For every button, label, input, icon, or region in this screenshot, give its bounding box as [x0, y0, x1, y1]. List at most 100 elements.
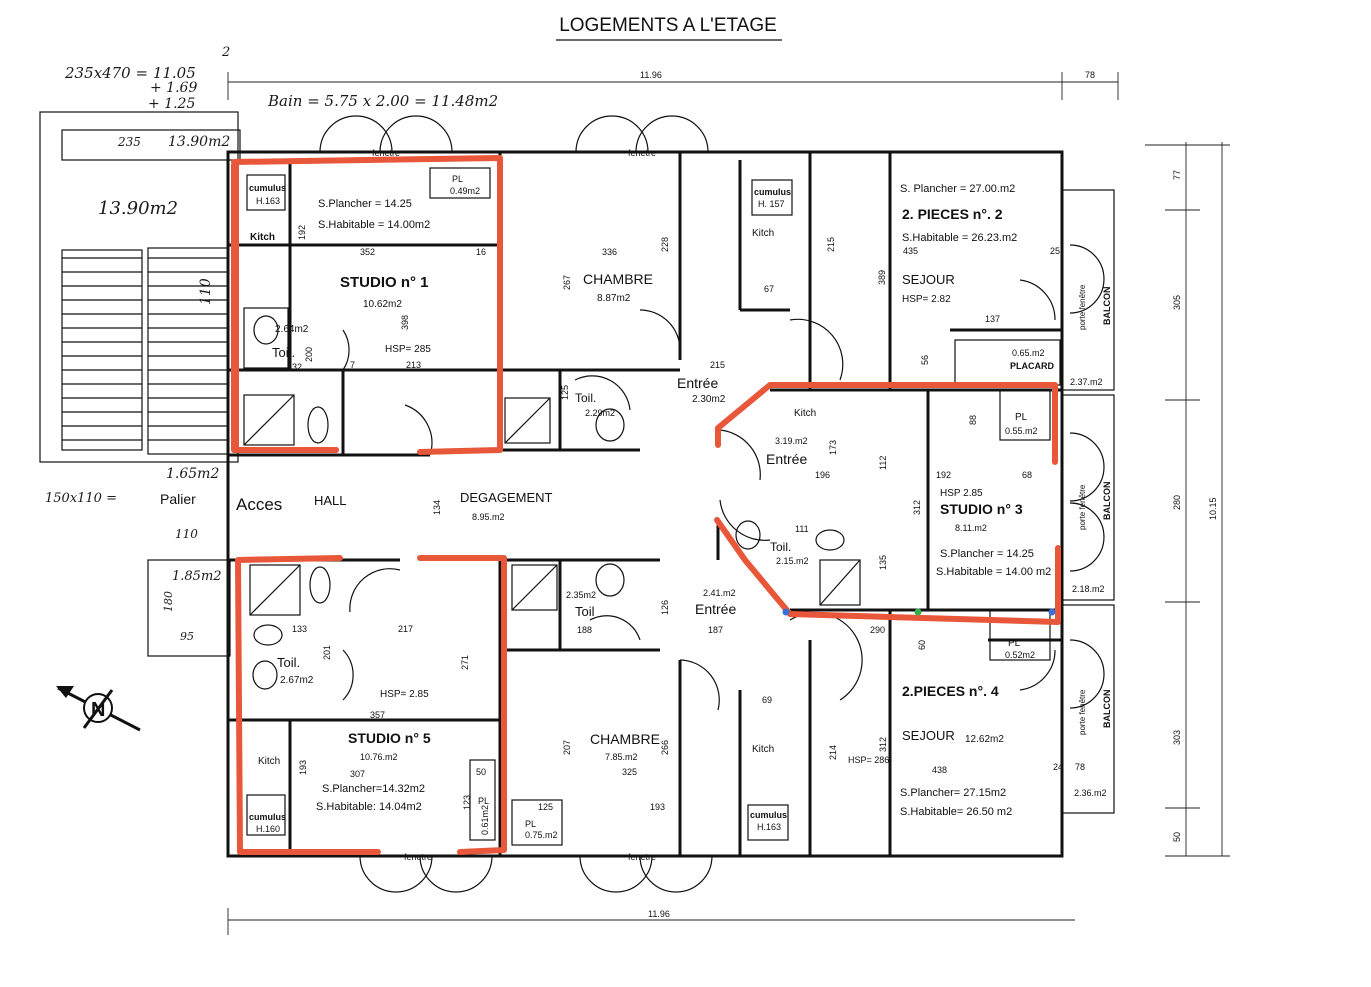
- apt2-name: 2. PIECES n°. 2: [902, 206, 1003, 222]
- studio3-area: 8.11.m2: [955, 523, 987, 533]
- studio1-hsp: HSP= 285: [385, 344, 431, 355]
- palier-area: 1.65m2: [166, 466, 219, 482]
- hall-degagement: DEGAGEMENT: [460, 490, 553, 505]
- studio5-d193: 193: [298, 760, 308, 775]
- studio5-d123: 123: [462, 795, 472, 810]
- studio5-d201: 201: [322, 645, 332, 660]
- dim-right-280: 280: [1172, 495, 1182, 510]
- palier-label: Palier: [160, 491, 196, 507]
- apt4-d78: 78: [1075, 762, 1085, 772]
- studio5-d307: 307: [350, 769, 365, 779]
- dim-right-total: 10.15: [1208, 497, 1218, 520]
- studio1-d16: 16: [476, 247, 486, 257]
- studio3-d68: 68: [1022, 470, 1032, 480]
- studio1-cumulus-h: H.163: [256, 196, 280, 206]
- toil-low-name: Toil: [575, 604, 595, 619]
- studio3-balcon: BALCON: [1102, 482, 1112, 521]
- kitch-top-d215: 215: [826, 237, 836, 252]
- apt2-hsp: HSP= 2.82: [902, 294, 951, 305]
- entree-top-name: Entrée: [677, 375, 718, 391]
- studio3-splancher: S.Plancher = 14.25: [940, 548, 1034, 560]
- stair-width: 110: [198, 278, 214, 305]
- entree-low-name: Entrée: [695, 601, 736, 617]
- studio5-shabitable: S.Habitable: 14.04m2: [316, 801, 422, 813]
- plan-title: LOGEMENTS A L'ETAGE: [559, 15, 777, 36]
- studio5-pl: PL: [478, 796, 489, 806]
- apt2-d435: 435: [903, 246, 918, 256]
- apt4-shabitable: S.Habitable= 26.50 m2: [900, 806, 1012, 818]
- kitch-low-cumulus-h: H.163: [757, 822, 781, 832]
- left-dims: 150x110 =: [45, 491, 117, 506]
- chambre-low-d207: 207: [562, 740, 572, 755]
- studio3-d88: 88: [968, 415, 978, 425]
- apt4-hsp: HSP= 286: [848, 755, 889, 765]
- kitch-top-cumulus: cumulus: [754, 187, 791, 197]
- studio3-d135: 135: [878, 555, 888, 570]
- apt2-placard: PLACARD: [1010, 361, 1054, 371]
- marker-green: [914, 608, 922, 616]
- dim-right-305: 305: [1172, 295, 1182, 310]
- hall-label: HALL: [314, 493, 347, 508]
- apt4-pl: PL: [1008, 638, 1021, 649]
- interior-walls: [228, 152, 1062, 856]
- stair-small: 235: [117, 135, 141, 149]
- toil-mid-name: Toil.: [575, 391, 596, 405]
- studio5-pl-area: 0.61m2: [480, 805, 490, 835]
- outer-walls: [226, 150, 1115, 858]
- fenetre-bottom-1: fenetre: [404, 852, 432, 862]
- entree-low-d126: 126: [660, 600, 670, 615]
- apt2-d56: 56: [920, 355, 930, 365]
- studio3-shabitable: S.Habitable = 14.00 m2: [936, 566, 1051, 578]
- stair-area: 13.90m2: [98, 198, 178, 219]
- small-95: 95: [180, 630, 194, 643]
- apt2-d137: 137: [985, 314, 1000, 324]
- toil-mid-area: 2.29m2: [585, 408, 615, 418]
- fenetre-top-2: fenetre: [628, 148, 656, 158]
- studio1-d7: 7: [350, 360, 355, 370]
- chambre-low-d325: 325: [622, 767, 637, 777]
- dim-right-303: 303: [1172, 730, 1182, 745]
- apt2-splancher: S. Plancher = 27.00.m2: [900, 183, 1015, 195]
- dim-right-50: 50: [1172, 832, 1182, 842]
- toil-low-area: 2.35m2: [566, 590, 596, 600]
- kitch-low-cumulus: cumulus: [750, 810, 787, 820]
- chambre-top-area: 8.87m2: [597, 293, 631, 304]
- studio3-balcon-area: 2.18.m2: [1072, 584, 1105, 594]
- studio5-area: 10.76.m2: [360, 752, 398, 762]
- studio1-kitch: Kitch: [250, 232, 275, 243]
- entree-low-d187: 187: [708, 625, 723, 635]
- studio3-kitch: Kitch: [794, 408, 816, 419]
- studio3-d312: 312: [912, 500, 922, 515]
- chambre-low-name: CHAMBRE: [590, 731, 660, 747]
- studio1-splancher: S.Plancher = 14.25: [318, 198, 412, 210]
- compass-north-icon: N: [56, 686, 141, 732]
- small-area: 1.85m2: [172, 569, 222, 584]
- apt4-d438: 438: [932, 765, 947, 775]
- studio3-d196: 196: [815, 470, 830, 480]
- fixtures: [243, 167, 1061, 846]
- studio1-d200: 200: [304, 347, 314, 362]
- studio1-shabitable: S.Habitable = 14.00m2: [318, 219, 430, 231]
- studio1-d132: 132: [287, 362, 302, 372]
- studio5-hsp: HSP= 2.85: [380, 689, 429, 700]
- studio5-name: STUDIO n° 5: [348, 730, 431, 746]
- apt4-d24: 24: [1053, 762, 1063, 772]
- bain-calc: Bain = 5.75 x 2.00 = 11.48m2: [267, 92, 498, 110]
- highlight-studio5-path: [235, 555, 507, 855]
- fenetre-top-1: fenetre: [372, 148, 400, 158]
- kitch-low-d69: 69: [762, 695, 772, 705]
- apt4-d312: 312: [878, 737, 888, 752]
- dim-right-77: 77: [1172, 170, 1182, 180]
- windows: [319, 115, 1105, 893]
- chambre-top-name: CHAMBRE: [583, 271, 653, 287]
- apt2-balcon-area: 2.37.m2: [1070, 377, 1103, 387]
- studio3-entree: Entrée: [766, 451, 807, 467]
- studio5-splancher: S.Plancher=14.32m2: [322, 783, 425, 795]
- dim-top-right: 78: [1085, 70, 1095, 80]
- toil-low-d188: 188: [577, 625, 592, 635]
- studio3-d112: 112: [878, 456, 888, 470]
- calc-sup: 2: [221, 45, 230, 60]
- studio1-d213: 213: [406, 360, 421, 370]
- apt2-placard-area: 0.65.m2: [1012, 348, 1045, 358]
